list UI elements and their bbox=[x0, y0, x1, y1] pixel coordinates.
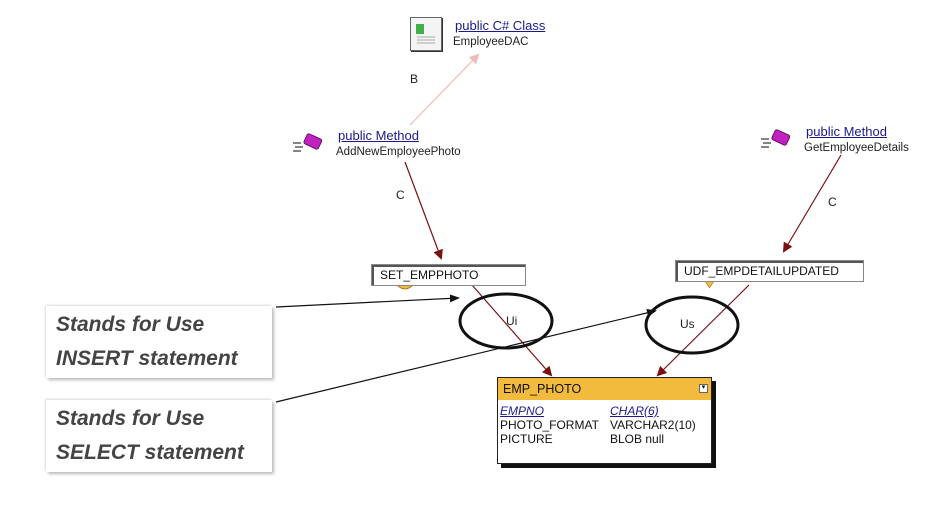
callout-insert-line2: INSERT statement bbox=[56, 347, 238, 370]
edge-c-right-label: C bbox=[828, 195, 837, 209]
procedure-set-empphoto[interactable]: SET_EMPPHOTO bbox=[371, 264, 526, 286]
callout-insert-line1: Stands for Use bbox=[56, 313, 205, 336]
edge-c-left-label: C bbox=[396, 188, 405, 202]
edge-c-left bbox=[404, 161, 443, 260]
method-add-stereotype-link[interactable]: public Method bbox=[338, 128, 419, 143]
edge-ui bbox=[471, 284, 553, 377]
class-file-icon bbox=[410, 17, 442, 51]
edge-c-right bbox=[782, 154, 842, 253]
callout-select: Stands for Use SELECT statement bbox=[46, 400, 272, 472]
table-name: EMP_PHOTO bbox=[503, 382, 582, 396]
column-name: PHOTO_FORMAT bbox=[500, 418, 599, 432]
callout-insert: Stands for Use INSERT statement bbox=[46, 306, 272, 378]
method-get-name: GetEmployeeDetails bbox=[804, 142, 909, 154]
class-name: EmployeeDAC bbox=[453, 36, 529, 48]
column-name: EMPNO bbox=[500, 404, 545, 418]
column-type: CHAR(6) bbox=[610, 404, 659, 418]
ui-ellipse bbox=[458, 292, 554, 350]
ui-label: Ui bbox=[506, 314, 518, 328]
column-type: BLOB null bbox=[610, 432, 665, 446]
column-type: VARCHAR2(10) bbox=[610, 418, 696, 432]
table-header: EMP_PHOTO ▾ bbox=[498, 378, 711, 400]
method-icon-left bbox=[293, 133, 323, 152]
column-name: PICTURE bbox=[500, 432, 553, 446]
edge-b-label: B bbox=[410, 72, 419, 86]
callout-select-pointer bbox=[275, 308, 657, 403]
callout-select-line1: Stands for Use bbox=[56, 407, 205, 430]
edge-us bbox=[656, 284, 750, 377]
callout-select-line2: SELECT statement bbox=[56, 441, 244, 464]
method-get-stereotype-link[interactable]: public Method bbox=[806, 124, 887, 139]
us-ellipse bbox=[644, 295, 740, 355]
table-row: PHOTO_FORMAT VARCHAR2(10) bbox=[498, 418, 711, 432]
table-row: PICTURE BLOB null bbox=[498, 432, 711, 446]
udf-connector-marker bbox=[704, 280, 715, 289]
us-label: Us bbox=[680, 317, 695, 331]
edge-b bbox=[409, 53, 480, 126]
class-stereotype-link[interactable]: public C# Class bbox=[455, 18, 546, 33]
method-icon-right bbox=[761, 129, 791, 148]
callout-insert-pointer bbox=[275, 294, 460, 308]
table-row: EMPNO CHAR(6) bbox=[498, 404, 711, 418]
method-add-name: AddNewEmployeePhoto bbox=[336, 146, 461, 158]
table-emp-photo[interactable]: EMP_PHOTO ▾ EMPNO CHAR(6) PHOTO_FORMAT V… bbox=[497, 377, 712, 464]
table-collapse-icon[interactable]: ▾ bbox=[699, 384, 708, 393]
procedure-udf-empdetailupdated[interactable]: UDF_EMPDETAILUPDATED bbox=[675, 260, 864, 282]
